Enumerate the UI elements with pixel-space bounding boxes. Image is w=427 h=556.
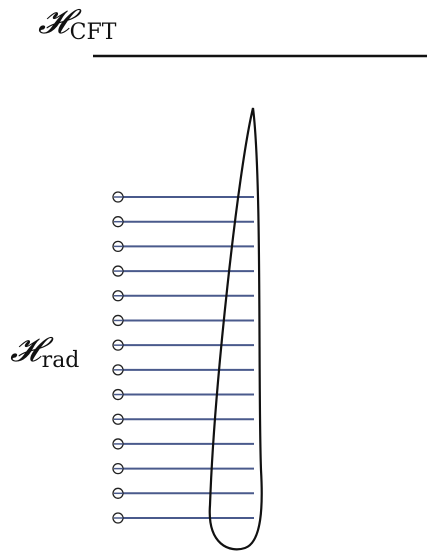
radiation-qubits xyxy=(112,191,254,524)
cft-subscript: CFT xyxy=(69,20,117,45)
cft-symbol: 𝓗 xyxy=(38,2,69,42)
rad-subscript: rad xyxy=(41,348,80,373)
rad-symbol: 𝓗 xyxy=(10,330,41,370)
cft-hilbert-space-label: 𝓗CFT xyxy=(38,2,116,45)
island-region xyxy=(208,107,263,551)
radiation-hilbert-space-label: 𝓗rad xyxy=(10,330,79,373)
